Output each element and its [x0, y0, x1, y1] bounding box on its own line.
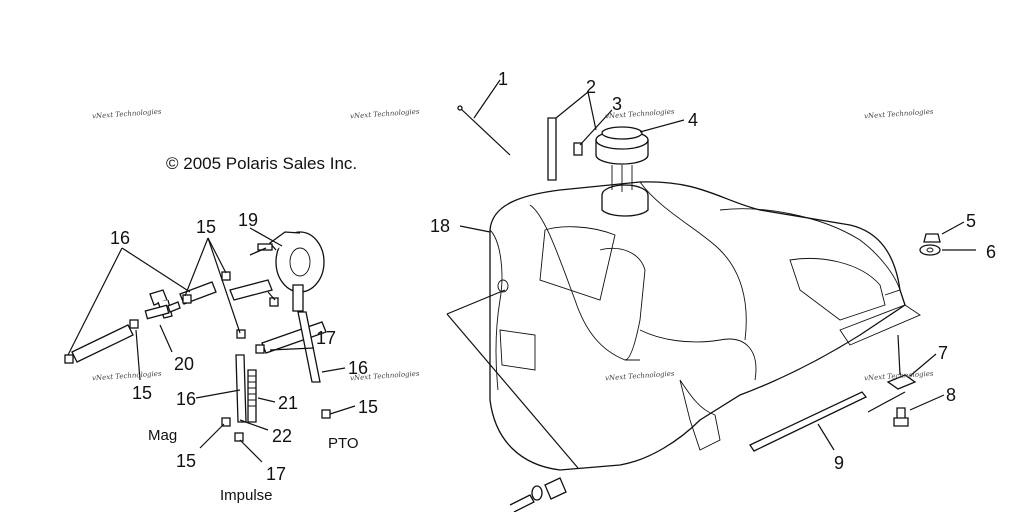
caption-impulse: Impulse [220, 487, 273, 504]
callout-15c: 15 [176, 451, 197, 471]
fuel-tank [489, 181, 921, 471]
callout-15a: 15 [196, 217, 217, 237]
part-8-bolt [893, 407, 909, 427]
callout-4: 4 [688, 110, 699, 130]
fuel-cap [595, 126, 649, 192]
caption-pto: PTO [328, 435, 359, 452]
callout-7: 7 [938, 343, 949, 363]
callout-3: 3 [612, 94, 623, 114]
callout-15d: 15 [358, 397, 379, 417]
part-3-fitting [573, 142, 583, 156]
shutoff-valve [144, 289, 181, 320]
callout-9: 9 [834, 453, 845, 473]
callout-16b: 16 [176, 389, 197, 409]
callout-1: 1 [498, 69, 509, 89]
part-9-strap [749, 391, 868, 452]
callout-8: 8 [946, 385, 957, 405]
callout-18: 18 [430, 216, 451, 236]
callout-15b: 15 [132, 383, 153, 403]
callout-20: 20 [174, 354, 195, 374]
callout-21: 21 [278, 393, 299, 413]
copyright-notice: © 2005 Polaris Sales Inc. [166, 154, 358, 173]
callout-16a: 16 [110, 228, 131, 248]
fuel-filter [257, 231, 325, 312]
part-1-strap [459, 107, 511, 156]
callout-5: 5 [966, 211, 977, 231]
callout-17b: 17 [266, 464, 287, 484]
part-7-plate [886, 374, 917, 390]
part-5-nut [923, 233, 941, 243]
part-6-washer [919, 244, 941, 256]
part-2-vent-tube [547, 117, 557, 181]
callout-2: 2 [586, 77, 597, 97]
caption-mag: Mag [148, 427, 178, 444]
callout-6: 6 [986, 242, 997, 262]
callout-22: 22 [272, 426, 293, 446]
callout-19: 19 [238, 210, 259, 230]
callout-16c: 16 [348, 358, 369, 378]
callout-17a: 17 [316, 328, 337, 348]
